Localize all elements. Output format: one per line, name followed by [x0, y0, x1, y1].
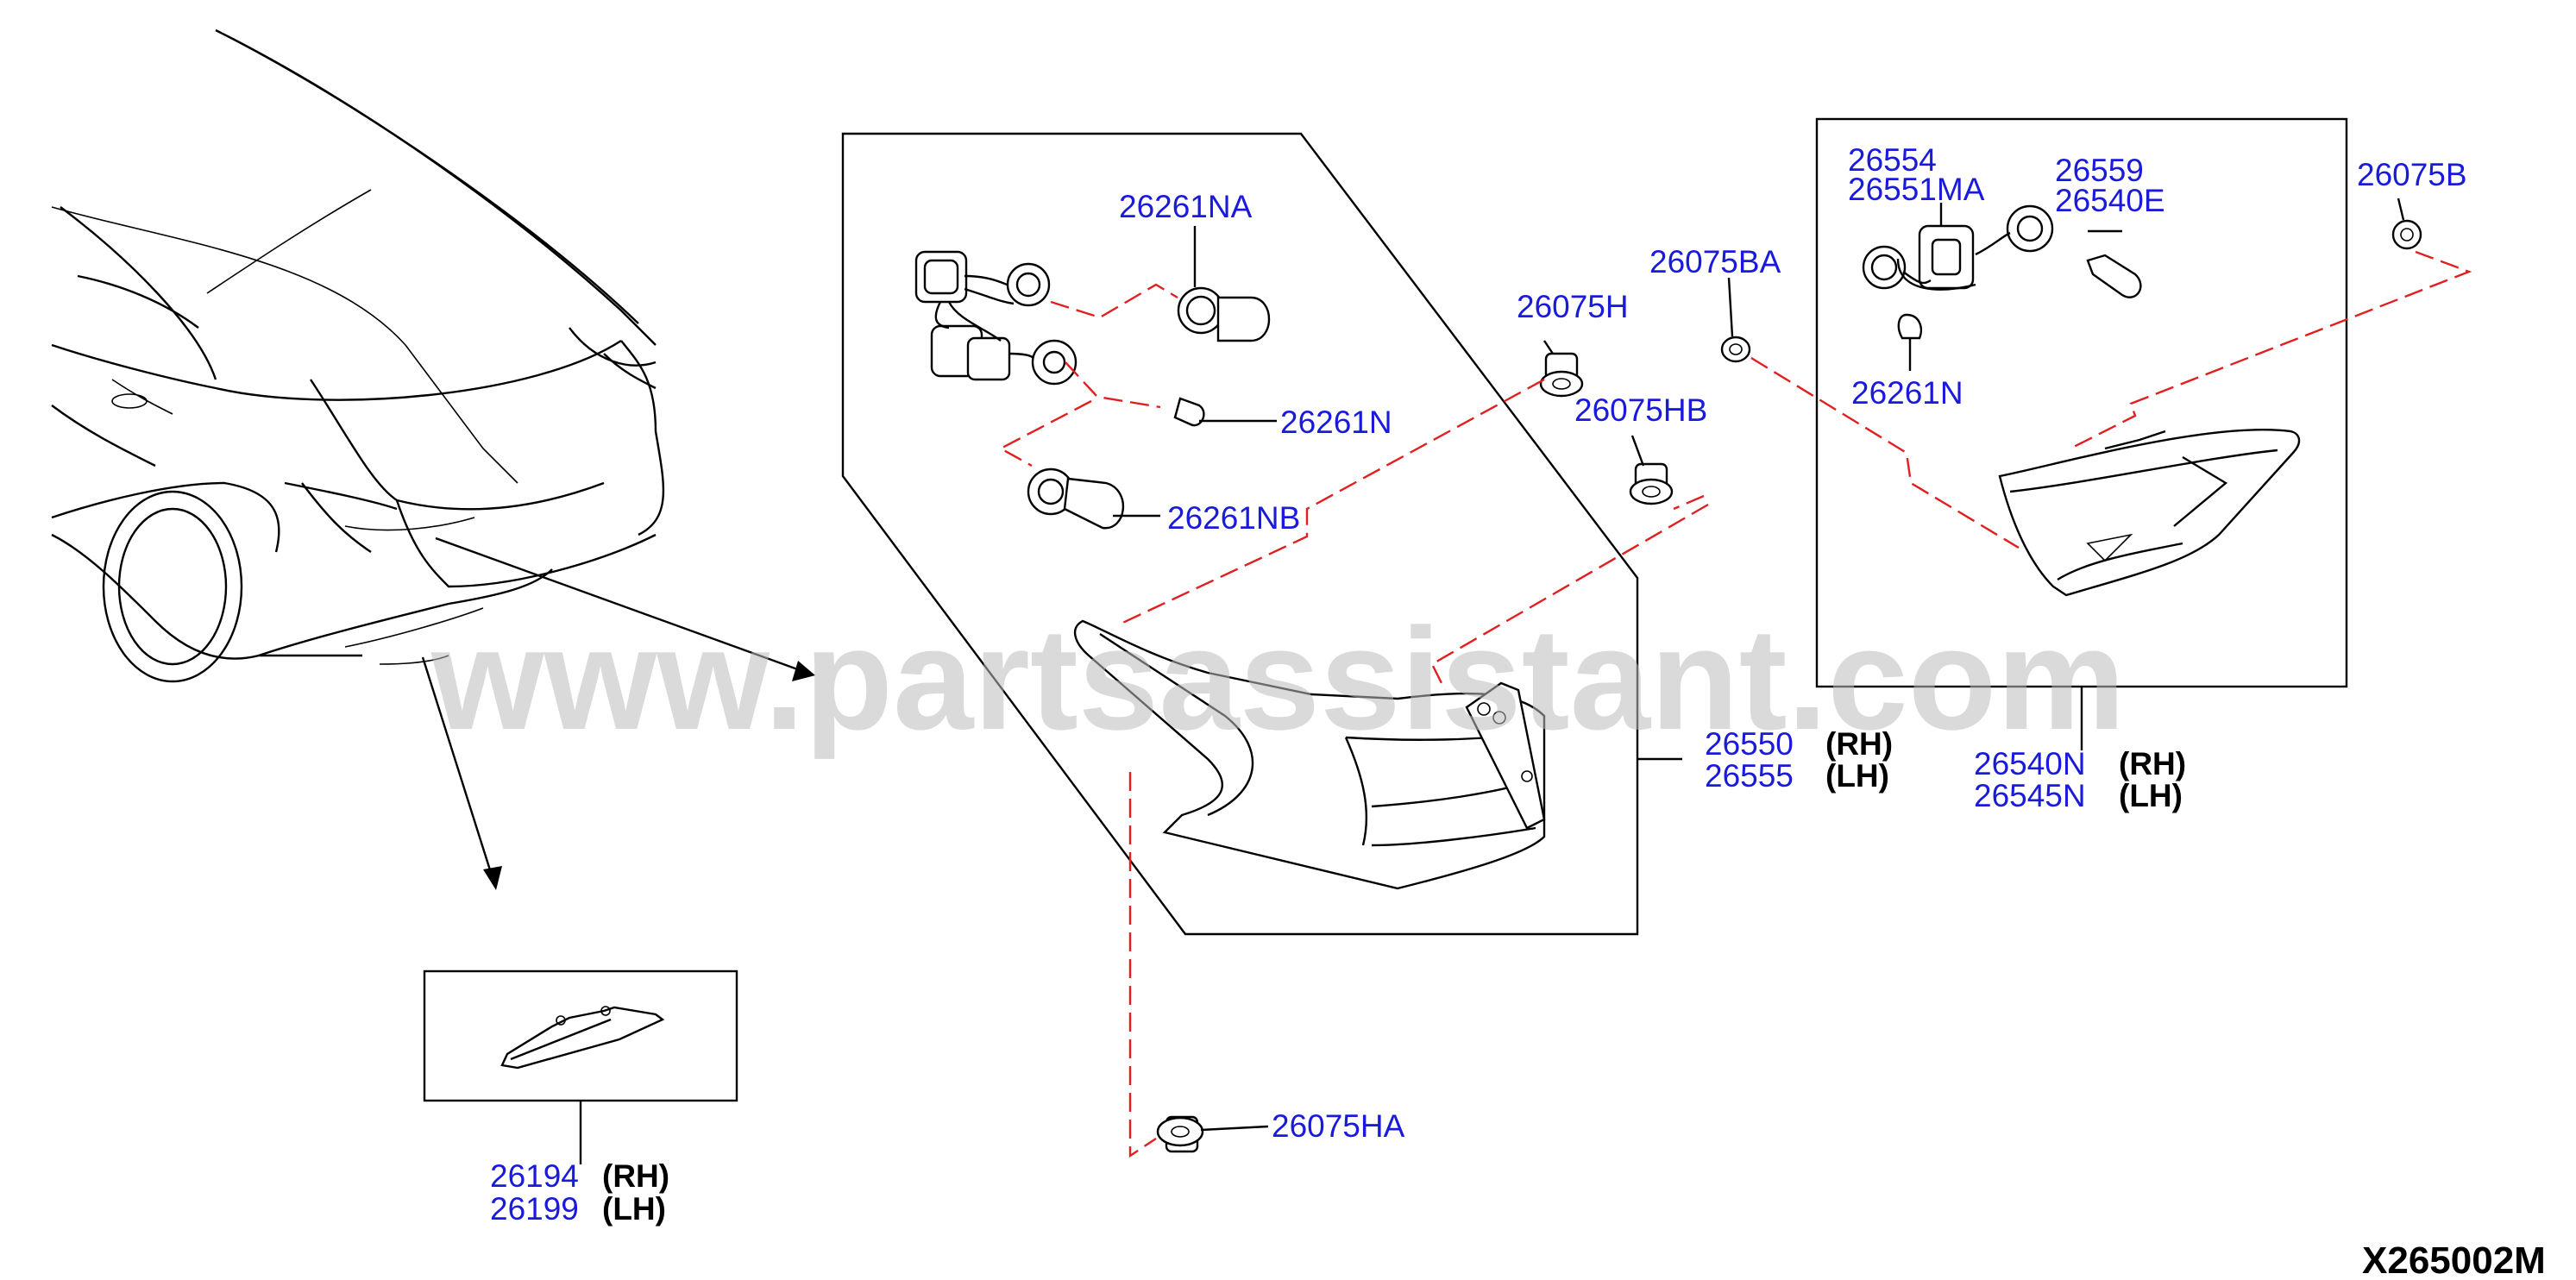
red-leader-lines-right	[1750, 250, 2472, 549]
grommet-26075BA	[1720, 277, 1751, 363]
label-26075H: 26075H	[1517, 289, 1629, 324]
watermark-text: www.partsassistant.com	[430, 598, 2126, 760]
grommet-26075B	[2391, 219, 2422, 250]
label-leaders	[1113, 198, 2405, 1132]
label-26261NB: 26261NB	[1167, 500, 1300, 536]
part-labels: 26261NA 26261N 26261NB 26075H 26075BA 26…	[490, 142, 2467, 1227]
label-26075BA: 26075BA	[1649, 244, 1781, 279]
outer-lamp-box	[841, 132, 1639, 936]
bulb-26261NA	[1177, 286, 1271, 342]
label-26261N-center: 26261N	[1280, 405, 1392, 440]
tail-lamp-outer	[1073, 619, 1546, 890]
label-26540N-side: (RH)	[2119, 746, 2186, 781]
arrow-to-tail-lamp	[435, 536, 803, 673]
bulb-26261N-inner	[1897, 313, 1923, 340]
bulb-26261NB	[1027, 467, 1125, 530]
clip-26075H	[1539, 352, 1584, 398]
label-26261N-inner: 26261N	[1851, 375, 1963, 411]
inner-lamp-socket-assembly	[1862, 204, 2054, 291]
arrow-head-icon	[792, 661, 815, 681]
label-26540N: 26540N	[1974, 746, 2086, 781]
label-26550-side: (RH)	[1825, 726, 1893, 762]
label-26551MA: 26551MA	[1848, 172, 1985, 207]
bulb-26540E	[2086, 254, 2142, 298]
label-26555: 26555	[1705, 758, 1794, 794]
label-26075B: 26075B	[2357, 157, 2467, 192]
arrow-to-reflector	[421, 656, 493, 876]
label-26554: 26554	[1848, 142, 1937, 178]
label-26545N: 26545N	[1974, 778, 2086, 813]
label-26075HB: 26075HB	[1574, 392, 1707, 428]
label-26199: 26199	[490, 1191, 579, 1227]
label-26545N-side: (LH)	[2119, 778, 2183, 813]
car-rear-illustration	[51, 28, 665, 683]
label-26540E: 26540E	[2055, 183, 2165, 218]
label-26194: 26194	[490, 1158, 579, 1194]
label-26199-side: (LH)	[602, 1191, 666, 1227]
label-26261NA: 26261NA	[1119, 189, 1253, 224]
label-26559: 26559	[2055, 153, 2144, 188]
red-leader-lines-center	[998, 283, 1709, 1158]
label-26550: 26550	[1705, 726, 1794, 762]
callout-arrows	[421, 536, 815, 890]
diagram-reference-code: X265002M	[2362, 1239, 2546, 1280]
label-26194-side: (RH)	[602, 1158, 669, 1194]
rear-reflector	[500, 1006, 665, 1070]
clip-26075HB	[1629, 462, 1674, 505]
label-26555-side: (LH)	[1825, 758, 1889, 794]
wiring-harness	[914, 250, 1078, 386]
tail-lamp-inner	[1998, 429, 2301, 597]
label-26075HA: 26075HA	[1272, 1108, 1405, 1144]
arrow-head-icon	[483, 866, 502, 890]
clip-26075HA	[1156, 1115, 1204, 1153]
